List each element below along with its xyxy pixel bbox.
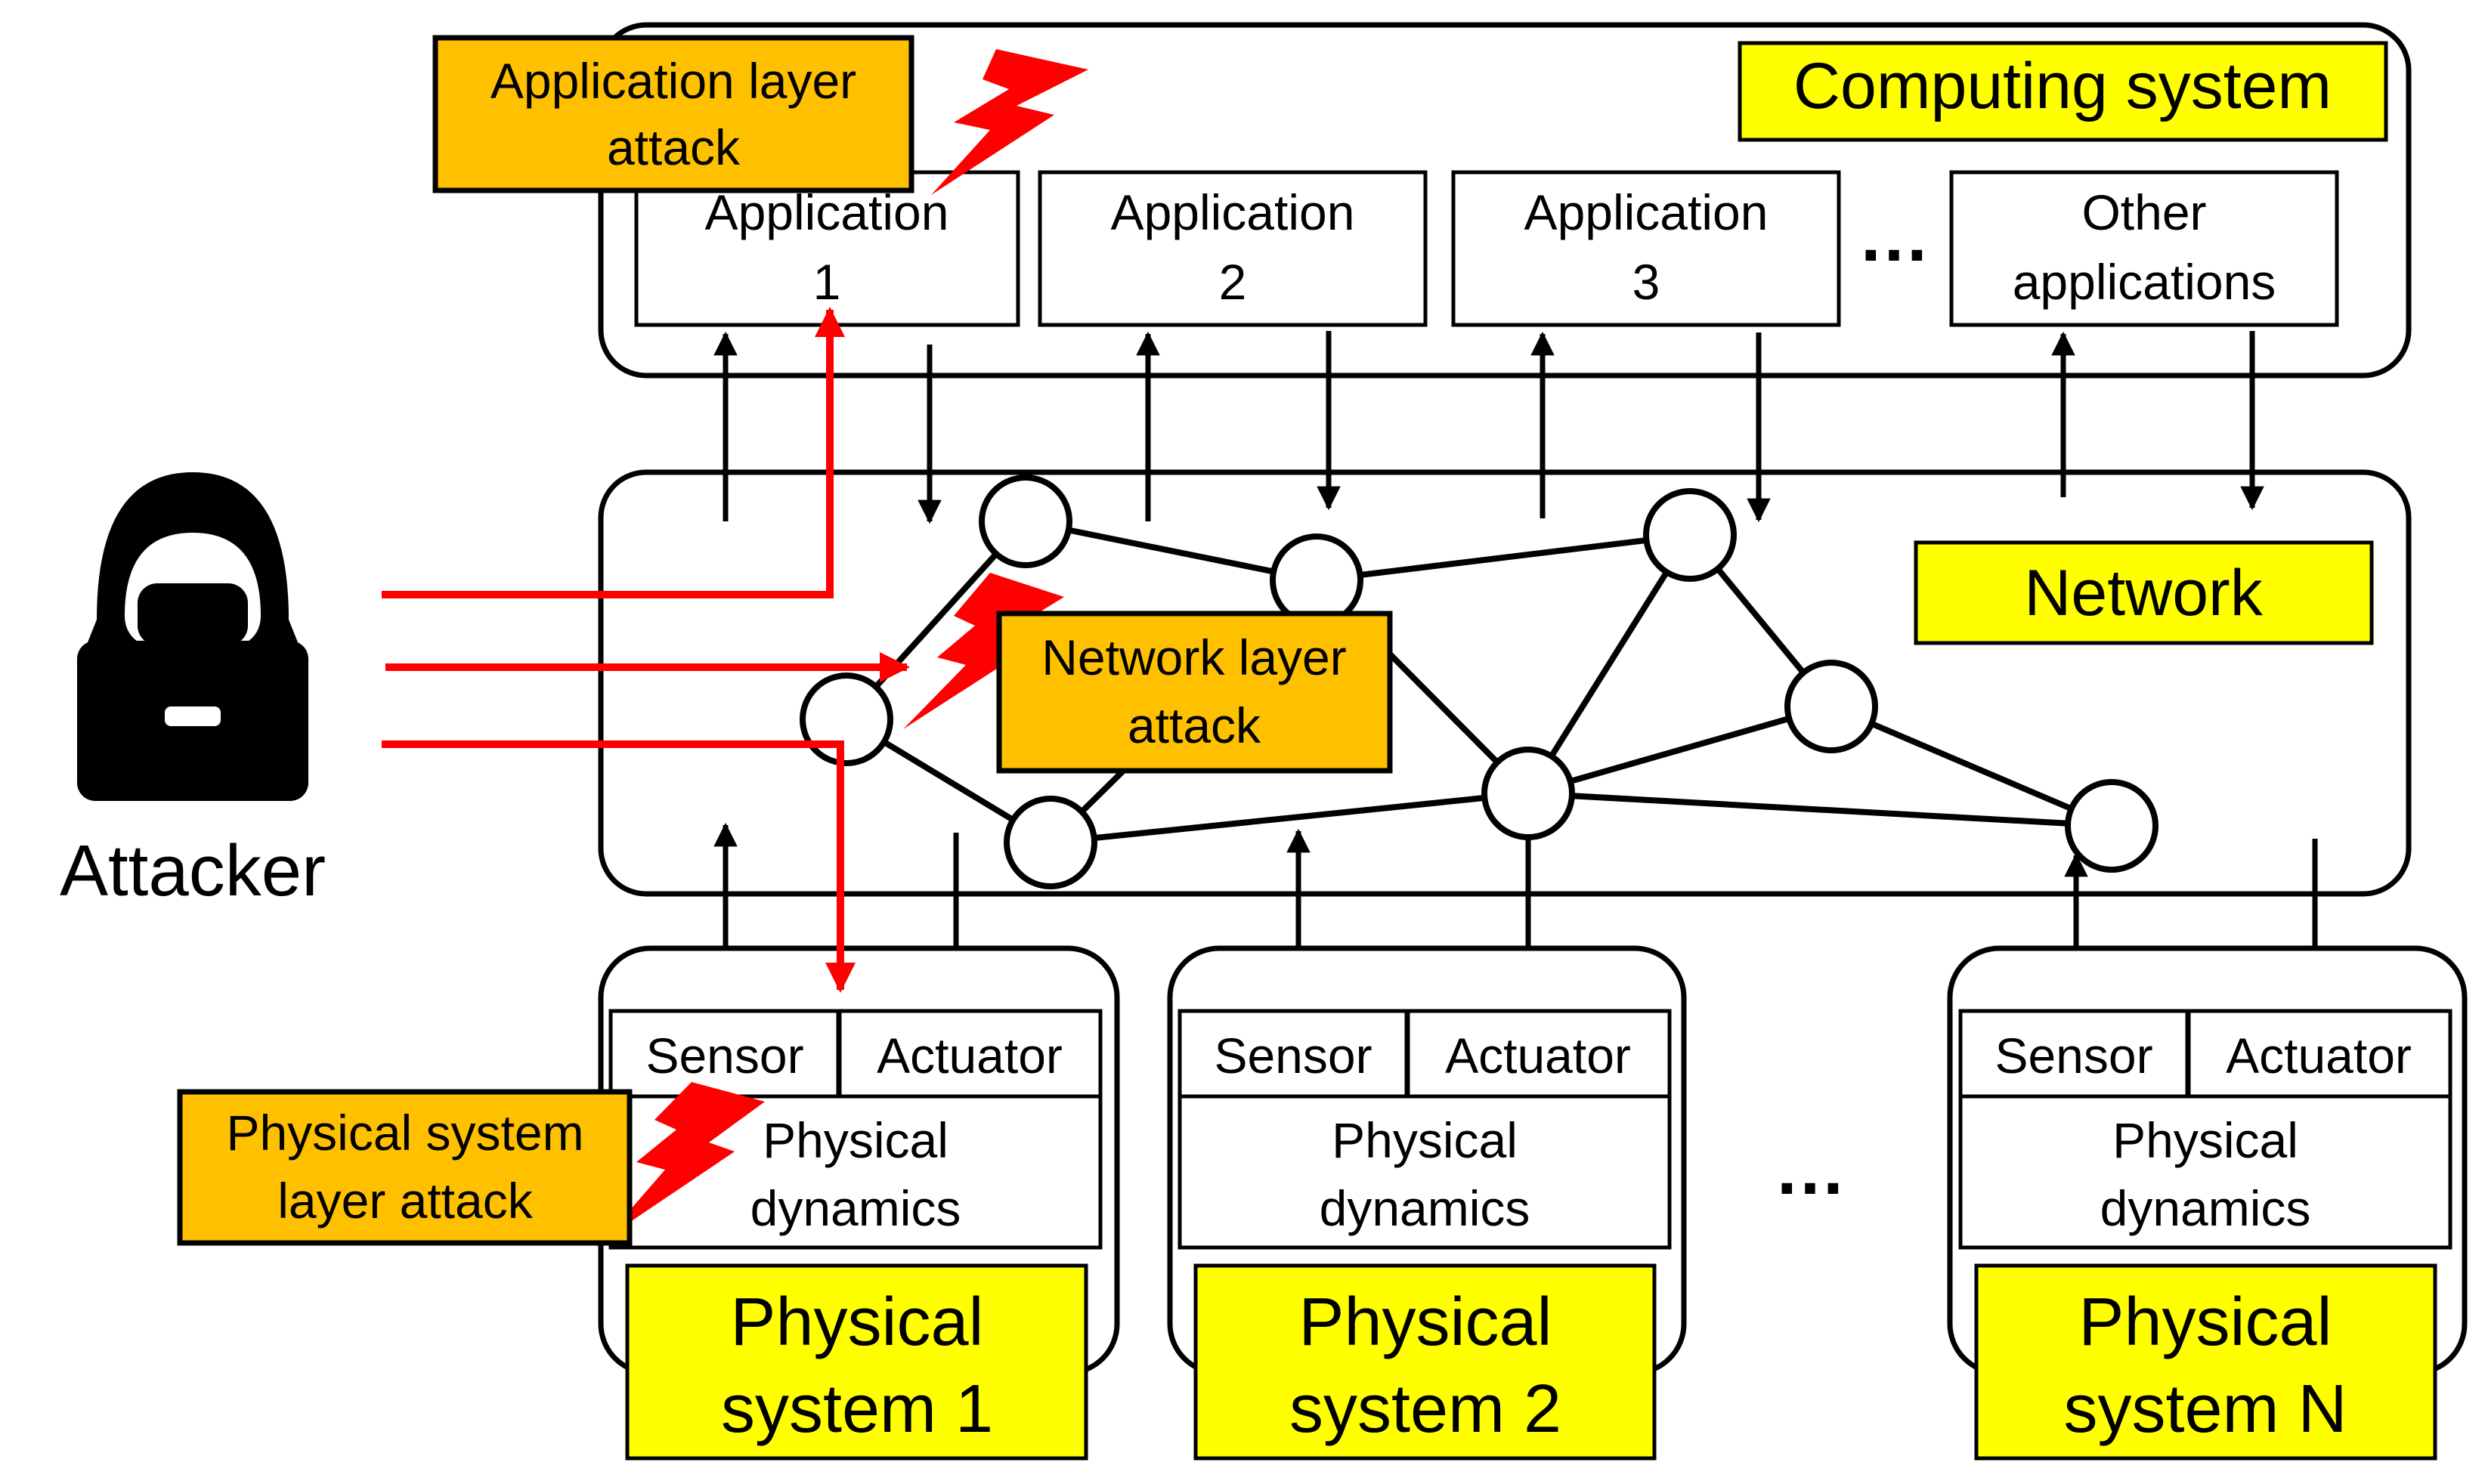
network-node: [979, 475, 1072, 568]
computing-system-label-box: [1738, 41, 2388, 142]
network-attack-line2: attack: [1128, 697, 1261, 753]
application-2-line2: 2: [1219, 254, 1247, 310]
computing-system-label: Computing system: [1793, 50, 2332, 122]
application-3-line2: 3: [1632, 254, 1660, 310]
sensor-label: Sensor: [1214, 1028, 1372, 1084]
physical-dynamics-line2: dynamics: [1320, 1180, 1530, 1236]
physical-system-2: Sensor Actuator Physical dynamics Physic…: [1167, 945, 1687, 1461]
network-label-box: [1914, 540, 2374, 645]
physical-system-1: Sensor Actuator Physical dynamics Physic…: [598, 945, 1120, 1461]
physical-system-n: Sensor Actuator Physical dynamics Physic…: [1947, 945, 2468, 1461]
physical-dynamics-line2: dynamics: [750, 1180, 961, 1236]
application-box-3: Application 3: [1451, 170, 1841, 327]
physical-system-layer-attack-callout: Physical system layer attack: [177, 1082, 765, 1246]
lightning-bolt-icon: [931, 49, 1088, 195]
actuator-label: Actuator: [1445, 1028, 1631, 1084]
network-node: [1004, 796, 1097, 889]
network-graph-nodes: [800, 475, 2159, 889]
physical-system-label-box: [1193, 1263, 1657, 1461]
network-edge: [1830, 703, 2113, 829]
network-edge: [1527, 790, 2112, 829]
physical-system-name-line2: system 2: [1289, 1371, 1561, 1447]
application-box-1: Application 1: [634, 170, 1020, 327]
physical-system-name-line1: Physical: [730, 1285, 983, 1360]
network-edge: [1525, 533, 1693, 796]
actuator-label: Actuator: [877, 1028, 1063, 1084]
application-layer-attack-callout: Application layer attack: [432, 35, 1088, 195]
physical-attack-path: [382, 740, 856, 993]
sensor-label: Sensor: [645, 1028, 803, 1084]
network-label: Network: [2024, 557, 2263, 629]
other-applications-line1: Other: [2081, 184, 2206, 240]
network-layer-attack-callout: Network layer attack: [903, 573, 1393, 774]
physical-systems-ellipsis: …: [1774, 1129, 1846, 1210]
network-edge: [1025, 518, 1317, 583]
network-node: [1481, 747, 1575, 840]
other-applications-line2: applications: [2013, 254, 2276, 310]
hooded-hacker-laptop-icon: [45, 472, 340, 821]
physical-system-label-box: [1974, 1263, 2437, 1461]
network-edge: [1527, 703, 1833, 796]
physical-system-name-line1: Physical: [1298, 1285, 1552, 1360]
applications-ellipsis: …: [1858, 196, 1930, 277]
app-network-arrows: [713, 331, 2264, 524]
network-attack-line1: Network layer: [1041, 629, 1346, 685]
physical-attack-line1: Physical system: [226, 1105, 583, 1161]
network-edge: [1316, 532, 1691, 583]
application-3-line1: Application: [1524, 184, 1769, 240]
attack-paths: [382, 307, 910, 993]
physical-dynamics-line1: Physical: [763, 1112, 949, 1168]
application-attack-line1: Application layer: [491, 53, 856, 109]
physical-system-name-line2: system 1: [721, 1371, 993, 1447]
physical-dynamics-line1: Physical: [1332, 1112, 1518, 1168]
physical-dynamics-line2: dynamics: [2100, 1180, 2311, 1236]
physical-attack-line2: layer attack: [277, 1173, 533, 1229]
application-1-line1: Application: [705, 184, 949, 240]
application-box-other: Other applications: [1949, 170, 2339, 327]
application-attack-path: [382, 307, 845, 598]
physical-system-name-line2: system N: [2063, 1371, 2347, 1447]
network-edge: [1050, 790, 1529, 846]
application-box-2: Application 2: [1038, 170, 1428, 327]
sensor-label: Sensor: [1994, 1028, 2152, 1084]
physical-system-name-line1: Physical: [2078, 1285, 2332, 1360]
application-1-line2: 1: [813, 254, 841, 310]
network-panel: Network: [598, 469, 2412, 897]
attacker-label: Attacker: [60, 830, 326, 911]
network-node: [1784, 660, 1878, 753]
lightning-bolt-icon: [605, 1082, 765, 1239]
physical-system-label-box: [625, 1263, 1088, 1461]
network-node: [800, 672, 893, 766]
application-2-line1: Application: [1111, 184, 1355, 240]
network-node: [2065, 779, 2159, 873]
application-attack-line2: attack: [607, 119, 741, 175]
network-node: [1643, 488, 1737, 582]
physical-dynamics-line1: Physical: [2112, 1112, 2298, 1168]
actuator-label: Actuator: [2226, 1028, 2412, 1084]
